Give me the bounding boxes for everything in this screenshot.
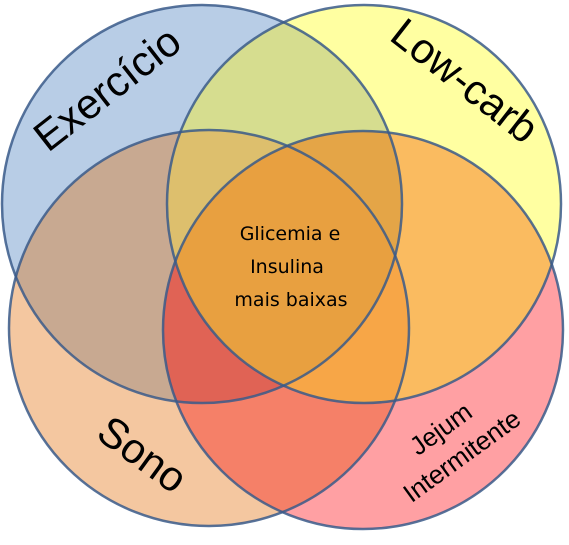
- center-line-1: Glicemia e: [240, 223, 341, 245]
- circle-outlines: [0, 3, 565, 531]
- center-line-2: Insulina: [250, 256, 324, 278]
- center-line-3: mais baixas: [234, 289, 347, 311]
